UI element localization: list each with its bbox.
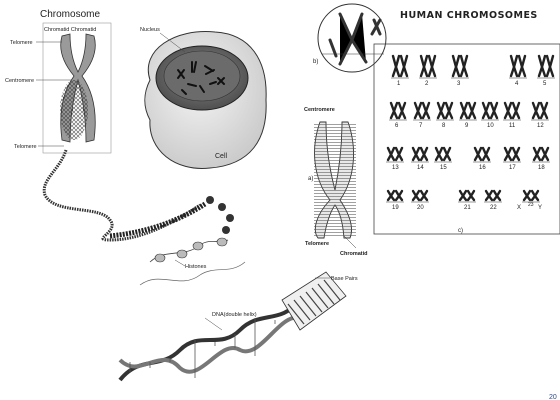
karyotype-number: 19 [392, 205, 399, 211]
chromosome-pair [531, 103, 549, 120]
chromosome-pair [473, 148, 491, 162]
karyotype-number: 5 [543, 81, 547, 87]
histones [140, 238, 245, 285]
centromere-right-label: Centromere [304, 107, 335, 113]
inset-a [314, 122, 356, 238]
karyotype-number: 21 [464, 205, 471, 211]
karyotype-number: 17 [509, 165, 516, 171]
panel-b-label: b) [313, 59, 318, 65]
chromosome-pair [459, 103, 477, 120]
chromosome-pair [436, 103, 454, 120]
inset-b [318, 4, 386, 72]
chromosome-title: Chromosome [40, 9, 100, 20]
karyotype-number: 15 [440, 165, 447, 171]
panel-a-label: a) [308, 176, 313, 182]
karyotype-number: 2 [425, 81, 429, 87]
karyotype-number: 3 [457, 81, 461, 87]
chromosome-pair [413, 103, 431, 120]
karyotype-number: 13 [392, 165, 399, 171]
nucleus-label: Nucleus [140, 27, 160, 33]
chromosome-pair [419, 56, 437, 78]
telomere-top-label: Telomere [10, 40, 33, 46]
cell [145, 32, 266, 169]
chromosome-pair [389, 103, 407, 120]
karyotype-number: 12 [537, 123, 544, 129]
karyotype-number: 22 [490, 205, 497, 211]
karyotype-number: 7 [419, 123, 423, 129]
karyotype-number: Y [538, 205, 542, 211]
chromosome-pair [411, 191, 429, 202]
human-chromosomes-title: HUMAN CHROMOSOMES [400, 10, 538, 21]
telomere-right-label: Telomere [305, 241, 329, 247]
page-number: 20 [549, 394, 557, 400]
chromosome-pair [451, 56, 469, 78]
chromosome-pair [509, 56, 527, 78]
chromosome-pair [484, 191, 502, 202]
chromosome-pair [411, 148, 429, 162]
karyotype-number: 20 [417, 205, 424, 211]
chromosome-pair [503, 148, 521, 162]
chromosome-pair [532, 148, 550, 162]
right-panel: HUMAN CHROMOSOMES b) Centromere a) Telom… [304, 4, 560, 257]
chromosome-pair [537, 56, 555, 78]
cell-label: Cell [215, 153, 228, 160]
chromatid-right-label: Chromatid [340, 251, 368, 257]
chromatid-label: Chromatid Chromatid [44, 27, 96, 33]
dna-double-helix [120, 272, 346, 380]
chromosome-pair [522, 191, 540, 202]
left-panel: Chromosome Chromatid Chromatid Telomere … [5, 9, 358, 380]
karyotype-number: 9 [465, 123, 469, 129]
chromosome-pair [481, 103, 499, 120]
panel-c-label: c) [458, 228, 463, 234]
centromere-label: Centromere [5, 78, 34, 84]
chromosome-pair [458, 191, 476, 202]
chromosome-pair [386, 148, 404, 162]
chromosome-pair [503, 103, 521, 120]
karyotype-number: 23 [528, 202, 534, 208]
karyotype-number: 18 [538, 165, 545, 171]
base-pairs-label: Base Pairs [331, 276, 358, 282]
karyotype-number: 4 [515, 81, 519, 87]
chromosome-pair [391, 56, 409, 78]
telomere-bottom-label: Telomere [14, 144, 37, 150]
karyotype-number: 11 [509, 123, 516, 129]
karyotype-number: 14 [417, 165, 424, 171]
chromosome-pair [434, 148, 452, 162]
karyotype-number: 8 [442, 123, 446, 129]
karyotype-number: 6 [395, 123, 399, 129]
karyotype-number: 1 [397, 81, 401, 87]
histones-label: Histones [185, 264, 207, 270]
dna-label: DNA(double helix) [212, 312, 257, 318]
chromosome-shape [60, 34, 95, 142]
karyotype-number: X [517, 205, 521, 211]
chromosome-pair [386, 191, 404, 202]
karyotype-number: 10 [487, 123, 494, 129]
karyotype-number: 16 [479, 165, 486, 171]
